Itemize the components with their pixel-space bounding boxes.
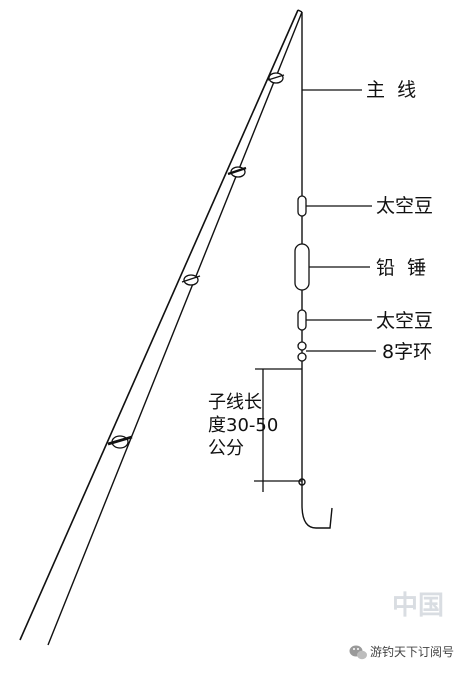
label-space-bean-top: 太空豆	[376, 195, 433, 217]
swivel-shape	[297, 341, 307, 362]
rod-guide	[107, 435, 133, 449]
label-space-bean-bottom: 太空豆	[376, 310, 433, 332]
label-leader-length-1: 子线长	[208, 392, 262, 413]
rod-tip	[297, 9, 303, 13]
rod-guides	[107, 72, 285, 449]
rod-guide	[227, 166, 247, 178]
callout-lines	[302, 89, 376, 352]
space-bean-top-shape	[297, 195, 307, 217]
label-main-line: 主 线	[366, 79, 416, 101]
leader-length-marker	[254, 368, 302, 492]
watermark: 中国	[392, 591, 444, 621]
wechat-icon	[349, 645, 367, 660]
rig-components	[294, 195, 310, 362]
fishing-rod	[19, 9, 303, 646]
label-swivel: 8字环	[382, 341, 432, 363]
footer-source-text: 游钓天下订阅号	[370, 645, 454, 659]
rod-edge-left	[19, 9, 299, 641]
label-leader-length-2: 度30-50	[208, 415, 278, 436]
rod-guide	[267, 72, 285, 84]
hook-icon	[301, 485, 333, 529]
label-leader-length-3: 公分	[208, 438, 244, 459]
label-lead-weight: 铅 锤	[376, 257, 426, 279]
rod-edge-right	[47, 11, 303, 646]
footer-source: 游钓天下订阅号	[349, 645, 454, 660]
leader-and-hook	[298, 478, 333, 529]
rod-guide	[181, 274, 201, 286]
lead-weight-shape	[294, 243, 310, 291]
space-bean-bottom-shape	[297, 309, 307, 331]
